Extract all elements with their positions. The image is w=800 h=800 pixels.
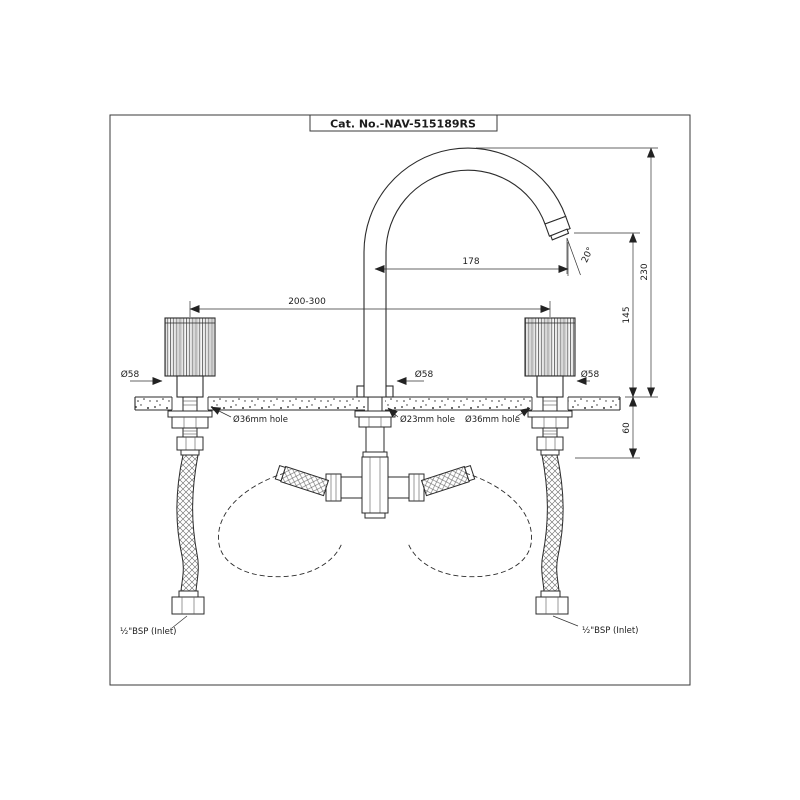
callout-left-hole: Ø36mm hole [233, 414, 288, 425]
title-box [309, 114, 498, 132]
dim-height-spout-group: 145 [574, 232, 640, 398]
tee-left-arm [339, 476, 363, 499]
dim-spout-diameter: Ø58 [415, 369, 434, 380]
right-supply-hose [541, 454, 564, 592]
spout-angle-annotation: 20° [566, 237, 596, 276]
spout-aerator [550, 228, 570, 241]
left-inlet-nut [171, 596, 205, 615]
right-undermount-hardware [527, 396, 579, 627]
spout-tip [544, 215, 571, 237]
dim-deck-group: 60 [575, 396, 640, 459]
center-supply-pipe [365, 426, 385, 456]
dim-left-handle-diameter: Ø58 [121, 369, 140, 380]
center-tee-assembly [218, 396, 532, 578]
left-handle [164, 317, 216, 398]
center-washer [354, 410, 396, 418]
left-locknut [171, 416, 209, 429]
diameter-labels: Ø58 Ø58 Ø58 [121, 369, 600, 385]
inlet-labels: ½"BSP (Inlet) ½"BSP (Inlet) [120, 626, 639, 637]
dim-handle-centers: 200-300 [288, 297, 326, 307]
dim-right-handle-diameter: Ø58 [581, 369, 600, 380]
dim-deck-thickness: 60 [622, 422, 632, 434]
right-locknut [531, 416, 569, 429]
dim-spout-angle: 20° [580, 246, 596, 265]
label-right-inlet: ½"BSP (Inlet) [582, 626, 639, 636]
title-block: Cat. No.-NAV-515189RS [309, 114, 498, 132]
spout [356, 147, 571, 398]
dim-height-spout: 145 [622, 306, 632, 323]
center-locknut [358, 416, 392, 428]
tee-left-arm-nut [325, 473, 342, 502]
right-handle [524, 317, 576, 398]
left-washer [167, 410, 213, 418]
right-washer [527, 410, 573, 418]
tee-right-arm [387, 476, 411, 499]
label-left-inlet: ½"BSP (Inlet) [120, 627, 177, 637]
hole-callouts: Ø36mm hole Ø23mm hole Ø36mm hole [210, 406, 531, 425]
tee-body [361, 456, 389, 514]
catalog-number: Cat. No.-NAV-515189RS [330, 118, 476, 131]
left-supply-hose [176, 454, 199, 592]
dim-centers-group: 200-300 [189, 297, 551, 317]
left-shank [182, 396, 198, 413]
dim-reach-group: 178 [374, 242, 569, 276]
callout-right-hole: Ø36mm hole [465, 414, 520, 425]
tee-right-arm-nut [408, 473, 425, 502]
callout-center-hole: Ø23mm hole [400, 414, 455, 425]
right-hose-nut [536, 436, 564, 451]
right-shank [542, 396, 558, 413]
dim-height-total: 230 [640, 263, 650, 280]
left-undermount-hardware [167, 396, 213, 629]
right-inlet-nut [535, 596, 569, 615]
tee-right-hose [420, 464, 476, 497]
tee-left-hose [274, 464, 330, 497]
dim-spout-reach: 178 [462, 257, 479, 267]
left-hose-nut [176, 436, 204, 451]
